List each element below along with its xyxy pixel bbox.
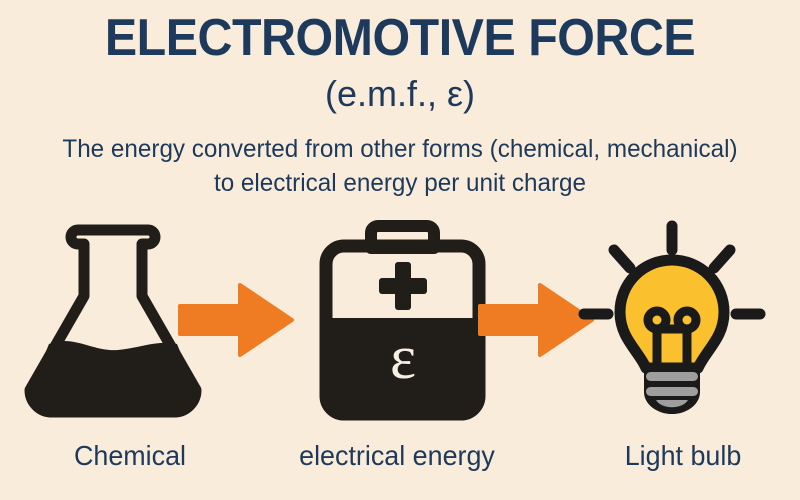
- stage-chemical: [18, 222, 208, 418]
- stage-labels: Chemical electrical energy Light bulb: [0, 440, 800, 490]
- plus-symbol: [379, 262, 427, 310]
- arrow-battery-to-bulb: [478, 280, 596, 360]
- bulb-filament: [643, 306, 701, 373]
- stage-battery: ε: [310, 220, 495, 421]
- battery-icon: ε: [310, 220, 495, 421]
- label-light-bulb: Light bulb: [624, 440, 742, 471]
- light-bulb-icon: [578, 220, 768, 417]
- stage-bulb: [578, 220, 768, 417]
- bulb-rays: [578, 220, 766, 320]
- definition-text: The energy converted from other forms (c…: [62, 135, 738, 197]
- page-title: ELECTROMOTIVE FORCE: [104, 9, 696, 67]
- page-subtitle: (e.m.f., ε): [324, 73, 476, 114]
- arrow-chemical-to-battery: [178, 280, 296, 360]
- label-chemical: Chemical: [73, 440, 187, 471]
- header: ELECTROMOTIVE FORCE (e.m.f., ε): [0, 0, 800, 112]
- epsilon-symbol: ε: [390, 324, 416, 392]
- erlenmeyer-flask-icon: [18, 222, 208, 418]
- energy-flow-diagram: ε: [0, 220, 800, 422]
- label-electrical-energy: electrical energy: [299, 440, 495, 471]
